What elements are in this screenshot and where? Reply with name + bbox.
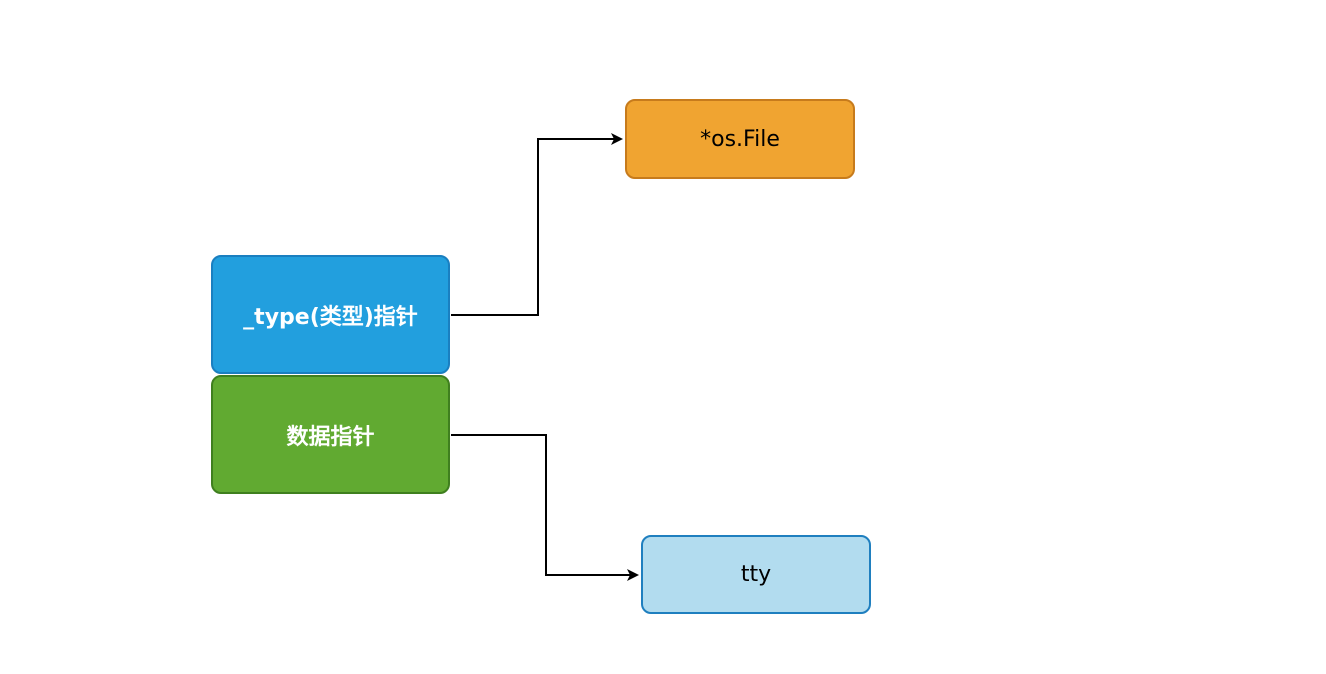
data-pointer-label: 数据指针 bbox=[286, 424, 375, 450]
edge-type-to-osfile bbox=[451, 133, 623, 316]
edge-data-to-tty bbox=[451, 434, 639, 581]
os-file-node[interactable]: *os.File bbox=[625, 99, 855, 179]
type-pointer-node[interactable]: _type(类型)指针 bbox=[211, 255, 450, 374]
type-pointer-label: _type(类型)指针 bbox=[243, 304, 418, 330]
tty-label: tty bbox=[740, 562, 772, 587]
tty-node[interactable]: tty bbox=[641, 535, 871, 614]
data-pointer-node[interactable]: 数据指针 bbox=[211, 375, 450, 494]
os-file-label: *os.File bbox=[700, 126, 780, 152]
